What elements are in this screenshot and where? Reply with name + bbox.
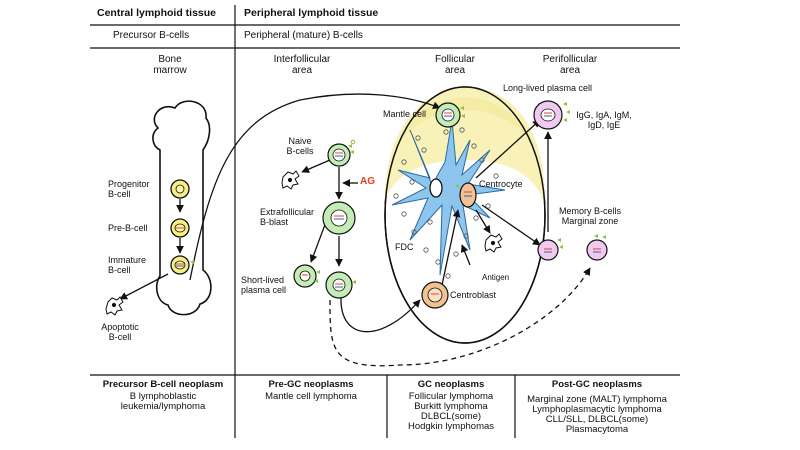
footer-gc-item-4: Hodgkin lymphomas xyxy=(407,421,495,432)
apoptotic-cell-interfollicular xyxy=(281,170,300,190)
zone-interfollicular-line1: Interfollicular xyxy=(273,54,331,65)
label-naive-line1: Naive xyxy=(288,136,312,146)
footer-post-gc-title: Post-GC neoplasms xyxy=(551,379,643,390)
label-short-lived-line1: Short-lived xyxy=(241,275,285,285)
zone-perifollicular-line2: area xyxy=(559,65,580,76)
pre-b-cell xyxy=(170,218,190,238)
apoptotic-cell-bone xyxy=(105,296,124,316)
label-extrafollicular-line2: B-blast xyxy=(260,217,289,227)
subheader-peripheral: Peripheral (mature) B-cells xyxy=(244,30,363,41)
long-lived-plasma-cell xyxy=(533,100,570,130)
zone-perifollicular-line1: Perifollicular xyxy=(542,54,598,65)
label-naive-line2: B-cells xyxy=(286,146,314,156)
label-immature-line1: Immature xyxy=(108,255,147,265)
centrocyte-cell xyxy=(455,182,477,208)
label-apoptotic-line2: B-cell xyxy=(108,332,132,342)
label-fdc: FDC xyxy=(395,242,414,252)
label-antigen: Antigen xyxy=(482,273,510,282)
label-mantle-cell: Mantle cell xyxy=(383,109,427,119)
mantle-cell xyxy=(435,102,465,128)
label-extrafollicular-line1: Extrafollicular xyxy=(260,207,315,217)
footer-gc-item-1: Follicular lymphoma xyxy=(408,391,494,402)
short-lived-plasma-cell-2 xyxy=(325,271,356,299)
label-centrocyte: Centrocyte xyxy=(479,179,523,189)
header-peripheral: Peripheral lymphoid tissue xyxy=(244,7,379,19)
arrows xyxy=(119,93,591,367)
centroblast-cell xyxy=(421,281,449,309)
label-ag: AG xyxy=(360,176,375,187)
header-central: Central lymphoid tissue xyxy=(97,7,217,19)
label-memory-line1: Memory B-cells xyxy=(558,206,621,216)
footer-gc-title: GC neoplasms xyxy=(417,379,485,390)
footer-precursor-item-2: leukemia/lymphoma xyxy=(120,401,206,412)
subheader-precursor: Precursor B-cells xyxy=(113,30,190,41)
footer-precursor-item-1: B lymphoblastic xyxy=(129,391,197,402)
label-progenitor-line1: Progenitor xyxy=(108,179,150,189)
label-centroblast: Centroblast xyxy=(450,290,497,300)
footer-pre-gc-title: Pre-GC neoplasms xyxy=(268,379,354,390)
immature-b-cell xyxy=(170,255,194,275)
short-lived-plasma-cell-1 xyxy=(293,264,320,288)
table-grid xyxy=(90,5,680,438)
footer-gc-item-3: DLBCL(some) xyxy=(420,411,482,422)
progenitor-cell xyxy=(170,179,190,199)
apoptotic-cell-follicle xyxy=(484,233,503,253)
footer-post-gc-item-4: Plasmacytoma xyxy=(565,424,629,435)
footer-pre-gc-item-1: Mantle cell lymphoma xyxy=(265,391,357,402)
zone-follicular-line2: area xyxy=(444,65,465,76)
bone-shape xyxy=(152,100,212,316)
naive-b-cell xyxy=(327,139,356,167)
label-short-lived-line2: plasma cell xyxy=(241,285,287,295)
fdc-cell xyxy=(391,119,506,279)
footer-post-gc-item-2: Lymphoplasmacytic lymphoma xyxy=(532,404,662,415)
memory-b-cell-1 xyxy=(537,238,563,261)
zone-bone-marrow-line2: marrow xyxy=(153,65,187,76)
label-long-lived: Long-lived plasma cell xyxy=(503,83,593,93)
label-immature-line2: B-cell xyxy=(108,265,131,275)
zone-bone-marrow-line1: Bone xyxy=(158,54,182,65)
footer-precursor-title: Precursor B-cell neoplasm xyxy=(102,379,224,390)
label-apoptotic-line1: Apoptotic xyxy=(101,322,139,332)
label-memory-line2: Marginal zone xyxy=(561,216,619,226)
footer-gc-item-2: Burkitt lymphoma xyxy=(414,401,488,412)
footer-post-gc-item-3: CLL/SLL, DLBCL(some) xyxy=(545,414,649,425)
zone-follicular-line1: Follicular xyxy=(434,54,475,65)
footer-post-gc-item-1: Marginal zone (MALT) lymphoma xyxy=(527,394,667,405)
extrafollicular-blast xyxy=(322,201,356,235)
memory-b-cell-2 xyxy=(586,234,608,261)
label-igs-line1: IgG, IgA, IgM, xyxy=(576,110,632,120)
label-igs-line2: IgD, IgE xyxy=(587,120,621,130)
zone-interfollicular-line2: area xyxy=(291,65,312,76)
label-pre-b-cell: Pre-B-cell xyxy=(108,223,148,233)
label-progenitor-line2: B-cell xyxy=(108,189,131,199)
